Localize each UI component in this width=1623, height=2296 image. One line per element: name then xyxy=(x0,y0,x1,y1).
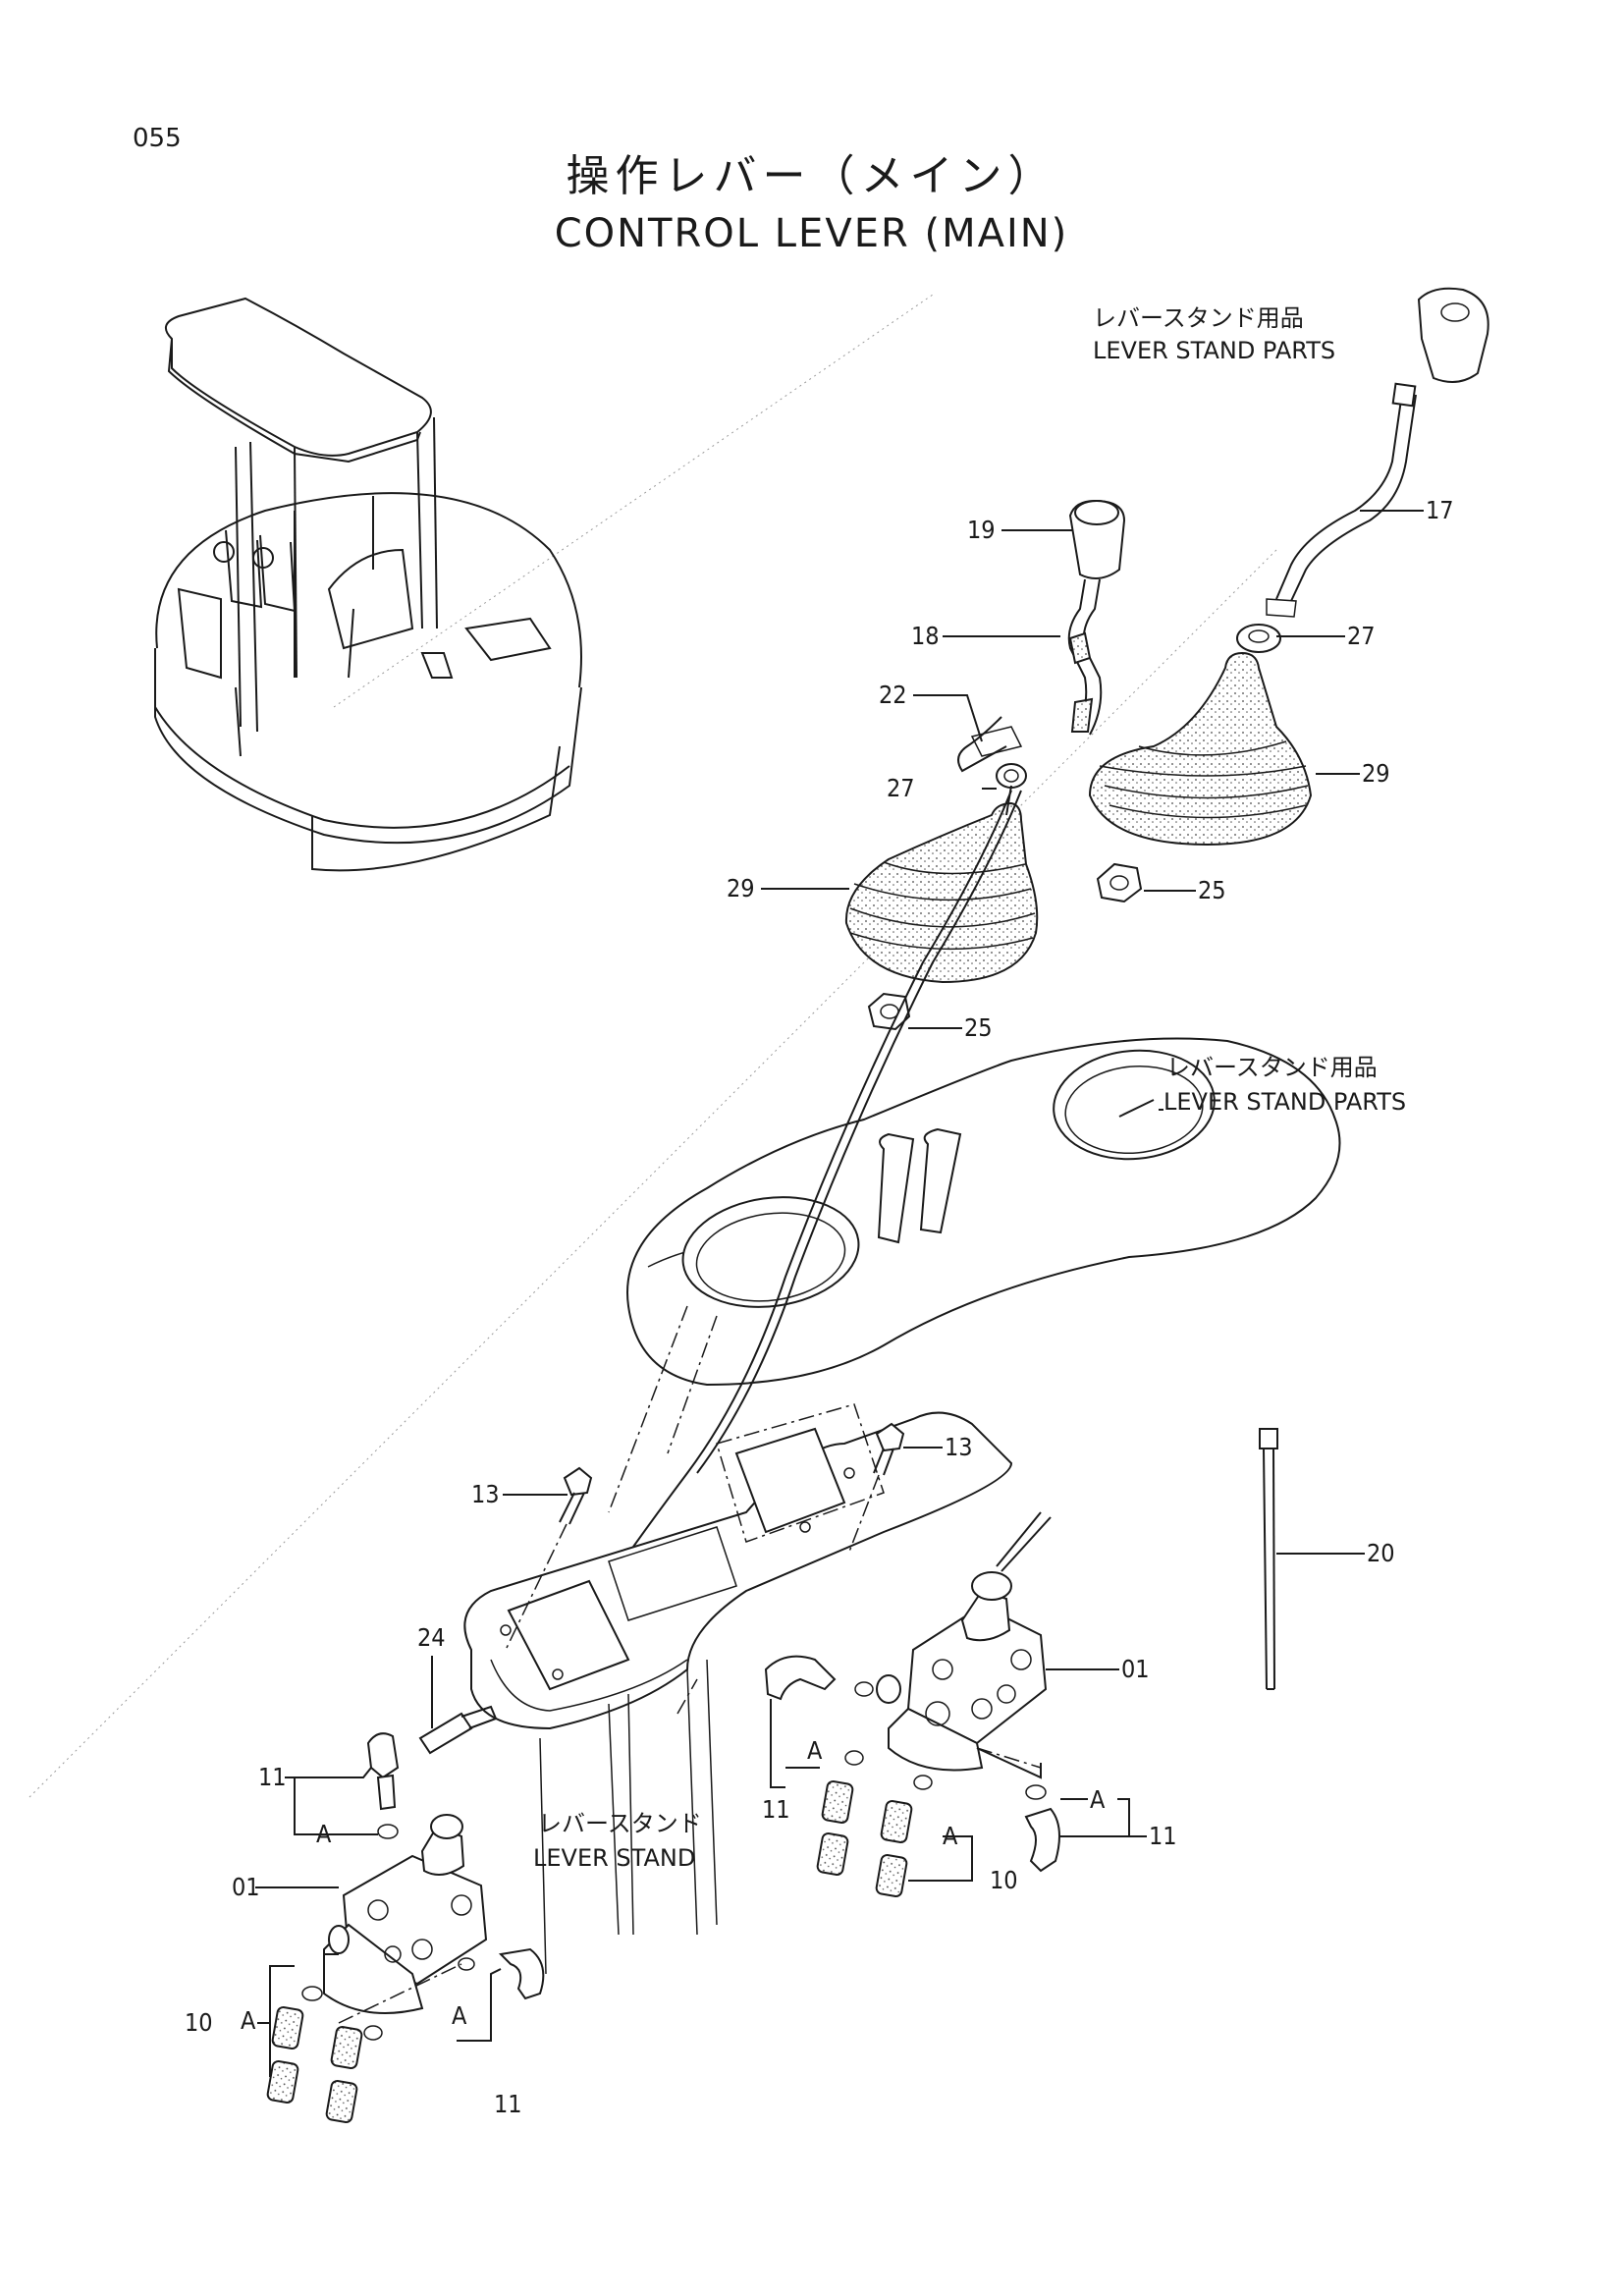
callout-01-right: 01 xyxy=(1121,1655,1150,1683)
callout-29-left: 29 xyxy=(727,874,755,902)
note-lever-stand-parts-mid-jp: レバースタンド用品 xyxy=(1166,1054,1378,1081)
note-lever-stand-parts-top-jp: レバースタンド用品 xyxy=(1093,304,1304,332)
note-lever-stand-en: LEVER STAND xyxy=(533,1844,696,1872)
leader-lines xyxy=(255,510,1424,2077)
fittings xyxy=(266,1655,1060,2124)
callout-25-left: 25 xyxy=(964,1013,993,1042)
page-title-english: CONTROL LEVER (MAIN) xyxy=(554,211,1069,256)
note-lever-stand-parts-top-en: LEVER STAND PARTS xyxy=(1093,337,1336,364)
callout-19: 19 xyxy=(967,516,996,544)
callout-25-right: 25 xyxy=(1198,876,1226,904)
callout-01-left: 01 xyxy=(232,1873,260,1901)
pin-24 xyxy=(418,1705,498,1755)
callout-20: 20 xyxy=(1367,1539,1395,1567)
callout-13-left: 13 xyxy=(471,1480,500,1508)
callout-22: 22 xyxy=(879,681,907,709)
callout-A-left-bottom: A xyxy=(241,2006,256,2035)
pilot-valve-right xyxy=(876,1511,1052,1772)
callout-10-left: 10 xyxy=(185,2008,213,2037)
connectors-left xyxy=(266,2005,363,2124)
excavator-overview-drawing xyxy=(154,297,582,872)
callout-11-right: 11 xyxy=(1149,1822,1177,1850)
pilot-valve-left xyxy=(323,1814,488,2014)
bolts-13 xyxy=(505,1422,905,1651)
callout-A-right-side: A xyxy=(1090,1785,1106,1814)
page-title-japanese: 操作レバー（メイン） xyxy=(566,151,1057,201)
connectors-right xyxy=(816,1779,913,1898)
callout-11-right-left: 11 xyxy=(762,1795,790,1824)
note-lever-stand-parts-mid-en: LEVER STAND PARTS xyxy=(1163,1088,1407,1116)
callout-10-right: 10 xyxy=(990,1866,1018,1894)
callout-A-left-elbow: A xyxy=(452,2001,467,2030)
callout-13-right: 13 xyxy=(945,1433,973,1461)
page-number: 055 xyxy=(133,124,182,153)
callout-A-right-mid: A xyxy=(943,1822,958,1850)
callout-18: 18 xyxy=(911,622,940,650)
callout-11-left-top: 11 xyxy=(258,1763,287,1791)
callout-29-right: 29 xyxy=(1362,759,1390,788)
callout-17: 17 xyxy=(1426,496,1454,524)
right-lever-parts xyxy=(1088,287,1489,903)
left-lever-parts xyxy=(844,499,1126,1031)
callout-11-left-bottom: 11 xyxy=(494,2090,522,2118)
callout-27-right: 27 xyxy=(1347,622,1376,650)
lever-stand-base xyxy=(463,1403,1013,1975)
note-lever-stand-jp: レバースタンド xyxy=(538,1810,702,1837)
callout-24: 24 xyxy=(417,1623,446,1652)
cable-tie-20 xyxy=(1259,1428,1278,1690)
callout-27-left: 27 xyxy=(887,774,915,802)
callout-A-right-top: A xyxy=(807,1736,823,1765)
callout-A-left-top: A xyxy=(316,1820,332,1848)
